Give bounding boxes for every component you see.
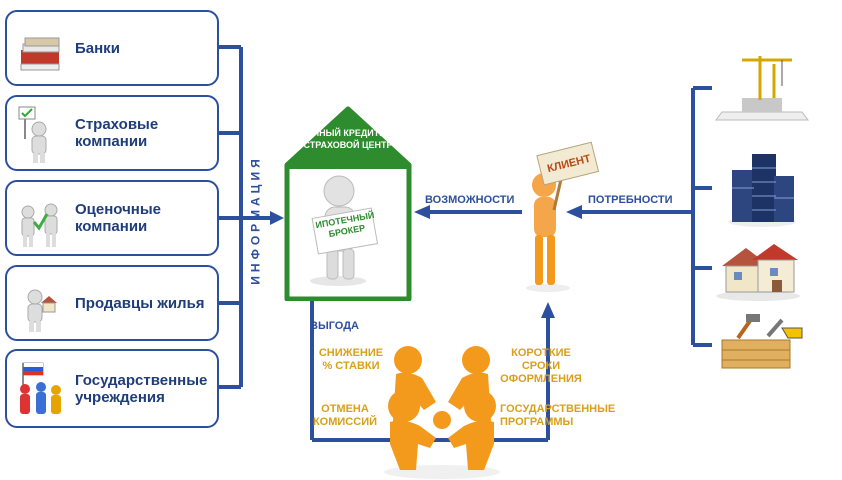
information-label: ИНФОРМАЦИЯ xyxy=(249,155,264,285)
figure-checkmark-icon xyxy=(15,105,65,165)
box-sellers: Продавцы жилья xyxy=(5,265,219,341)
box-state: Государственные учреждения xyxy=(5,349,219,428)
money-stack-icon xyxy=(15,20,65,80)
broker-sign xyxy=(311,207,379,255)
benefit-label: ВЫГОДА xyxy=(310,320,359,332)
box-banks: Банки xyxy=(5,10,219,86)
group-flag-icon xyxy=(15,359,65,419)
short-terms-label: КОРОТКИЕ СРОКИ ОФОРМЛЕНИЯ xyxy=(500,347,582,385)
arrow-client-to-center xyxy=(414,205,430,219)
figures-checkmark-icon xyxy=(15,190,65,250)
no-commission-label: ОТМЕНА КОМИССИЙ xyxy=(312,403,378,428)
house-icon xyxy=(716,244,800,301)
rate-reduction-label: СНИЖЕНИЕ % СТАВКИ xyxy=(318,347,384,372)
needs-label: ПОТРЕБНОСТИ xyxy=(588,194,673,206)
state-programs-label: ГОСУДАРСТВЕННЫЕ ПРОГРАММЫ xyxy=(500,403,616,428)
construction-crane-icon xyxy=(715,56,809,121)
arrow-to-center xyxy=(270,211,284,225)
box-label: Оценочные компании xyxy=(75,201,162,235)
box-label: Банки xyxy=(75,39,120,57)
arrow-to-client xyxy=(566,205,582,219)
box-label: Страховые компании xyxy=(75,116,159,150)
box-label: Государственные учреждения xyxy=(75,371,208,406)
team-figures xyxy=(384,346,500,479)
box-insurance: Страховые компании xyxy=(5,95,219,171)
box-appraisal: Оценочные компании xyxy=(5,180,219,256)
box-label: Продавцы жилья xyxy=(75,294,205,312)
house-title: ЕДИНЫЙ КРЕДИТНО-СТРАХОВОЙ ЦЕНТР xyxy=(300,128,396,150)
toolbox-icon xyxy=(721,314,803,369)
arrow-up-to-client xyxy=(541,302,555,318)
opportunities-label: ВОЗМОЖНОСТИ xyxy=(425,194,515,206)
figure-house-icon xyxy=(15,275,65,335)
skyscraper-icon xyxy=(728,154,796,227)
client-figure xyxy=(526,141,600,292)
credit-center-house xyxy=(284,106,412,301)
